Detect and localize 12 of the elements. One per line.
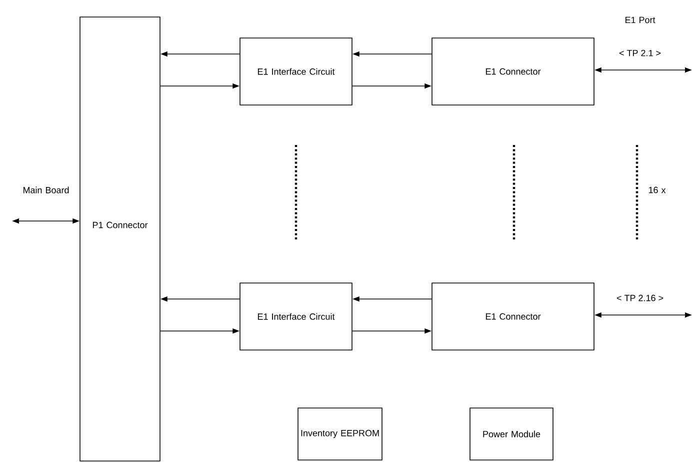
label: E1 Port — [625, 16, 656, 24]
edge-label: < TP 2.1 > — [618, 48, 662, 58]
connector-box: P1 Connector — [80, 16, 160, 462]
block-box: E1 Connector — [432, 38, 594, 106]
label: Main Board — [23, 186, 69, 194]
block-box: Power Module — [470, 408, 554, 460]
block-box: E1 Connector — [432, 282, 594, 350]
label: 16 x — [648, 186, 666, 194]
edge-label: < TP 2.16 > — [615, 294, 665, 302]
block-box: E1 Interface Circuit — [240, 38, 352, 106]
block-box: Inventory EEPROM — [298, 408, 382, 460]
block-box: E1 Interface Circuit — [240, 282, 352, 350]
